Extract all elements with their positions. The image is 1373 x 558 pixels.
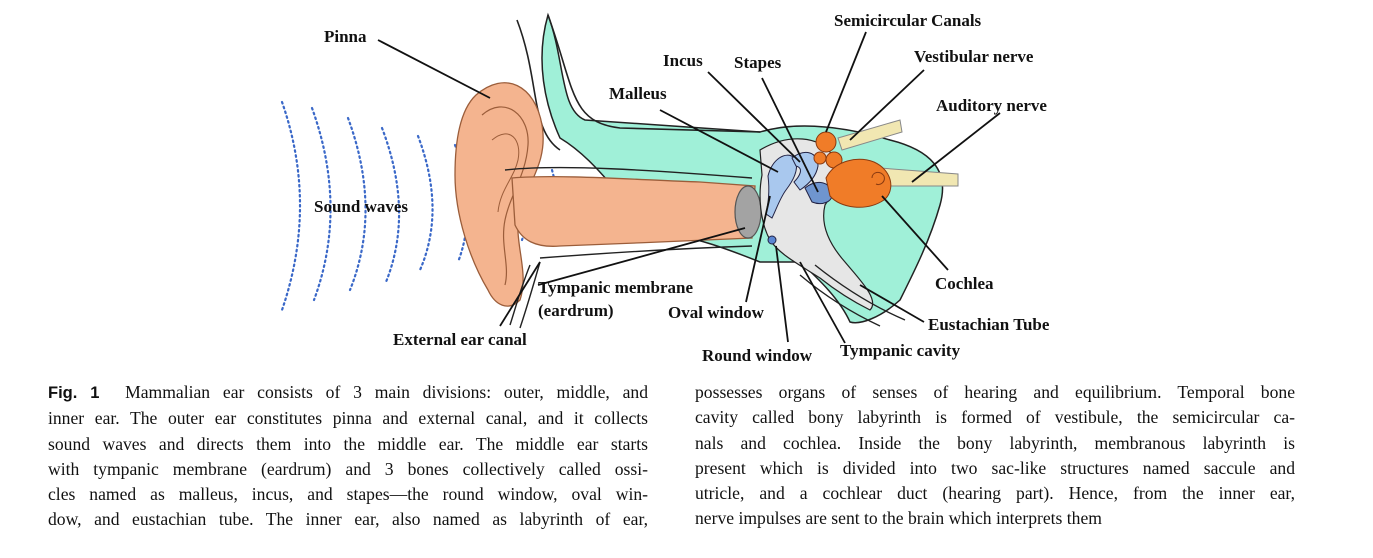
caption-line: nerve impulses are sent to the brain whi… [695, 508, 1102, 529]
sound-wave-arc-1 [280, 100, 302, 312]
eustachian-tube-shape [814, 264, 906, 321]
leader-oval-window [745, 195, 771, 303]
label-auditory-nerve: Auditory nerve [936, 96, 1047, 115]
label-round-window: Round window [702, 346, 813, 365]
ear-diagram [280, 12, 1001, 344]
eustachian-tube-shape-2 [799, 274, 881, 327]
leader-round-window [775, 245, 789, 343]
leader-external-canal [499, 261, 541, 327]
caption-line: sound waves and directs them into the mi… [48, 433, 648, 454]
label-semicircular-canals: Semicircular Canals [834, 11, 982, 30]
caption-line: cles named as malleus, incus, and stapes… [48, 484, 648, 505]
label-incus: Incus [663, 51, 703, 70]
sound-wave-arc-5 [416, 134, 434, 272]
leader-lines [377, 31, 1001, 344]
label-external-ear-canal: External ear canal [393, 330, 527, 349]
caption-line: nals and cochlea. Inside the bony labyri… [695, 432, 1295, 453]
leader-cochlea [881, 195, 949, 271]
leader-malleus [659, 109, 779, 173]
vestibular-nerve-shape [837, 119, 903, 151]
label-eustachian-tube: Eustachian Tube [928, 315, 1050, 334]
ear-canal-wall-lower-2 [519, 261, 541, 329]
caption-line: present which is divided into two sac-li… [695, 457, 1295, 478]
label-cochlea: Cochlea [935, 274, 994, 293]
caption-line: utricle, and a cochlear duct (hearing pa… [695, 483, 1295, 504]
round-window-shape [767, 235, 777, 245]
incus-shape [791, 151, 819, 191]
ear-canal-wall-bottom [539, 245, 753, 259]
caption-text: Mammalian ear consists of 3 main divisio… [125, 382, 648, 402]
leader-semicircular [825, 31, 867, 133]
ear-anatomy-figure: Pinna Sound waves External ear canal Tym… [280, 11, 1050, 365]
figure-caption-right-column: possesses organs of senses of hearing an… [695, 380, 1295, 532]
caption-line: dow, and eustachian tube. The inner ear,… [48, 509, 648, 530]
figure-tag: Fig. 1 [48, 384, 100, 402]
cochlea-spiral [871, 171, 885, 185]
label-sound-waves: Sound waves [314, 197, 409, 216]
caption-line: cavity called bony labyrinth is formed o… [695, 407, 1295, 428]
label-eardrum: (eardrum) [538, 301, 614, 320]
label-vestibular-nerve: Vestibular nerve [914, 47, 1034, 66]
leader-vestibular [849, 69, 925, 141]
figure-caption-left-column: Fig. 1 Mammalian ear consists of 3 main … [48, 380, 648, 533]
leader-pinna [377, 39, 491, 99]
caption-line: possesses organs of senses of hearing an… [695, 382, 1295, 402]
label-tympanic-membrane: Tympanic membrane [538, 278, 694, 297]
cochlea-shape [825, 158, 892, 208]
ear-canal-tube [511, 176, 756, 247]
label-tympanic-cavity: Tympanic cavity [840, 341, 961, 360]
leader-stapes [761, 77, 819, 193]
ear-canal-wall-top [504, 166, 753, 179]
label-malleus: Malleus [609, 84, 667, 103]
caption-line: with tympanic membrane (eardrum) and 3 b… [48, 458, 648, 479]
caption-line: Fig. 1 Mammalian ear consists of 3 main … [48, 380, 648, 406]
leader-tympanic-cavity [799, 261, 846, 344]
pinna-inner-fold [491, 133, 520, 213]
leader-auditory [911, 112, 1001, 183]
sound-wave-arc-4 [380, 126, 401, 284]
leader-tympanic-membrane [537, 227, 746, 286]
label-stapes: Stapes [734, 53, 782, 72]
ear-canal-wall-lower [509, 264, 531, 326]
leader-eustachian [859, 284, 925, 323]
leader-incus [707, 71, 801, 163]
pinna-shape [454, 82, 544, 307]
skull-contour-outer [516, 19, 561, 151]
caption-line: inner ear. The outer ear constitutes pin… [48, 408, 648, 429]
label-pinna: Pinna [324, 27, 367, 46]
skull-contour-inner [547, 14, 761, 133]
label-oval-window: Oval window [668, 303, 764, 322]
sound-wave-arc-2 [310, 106, 332, 302]
sound-wave-arc-3 [346, 116, 367, 292]
